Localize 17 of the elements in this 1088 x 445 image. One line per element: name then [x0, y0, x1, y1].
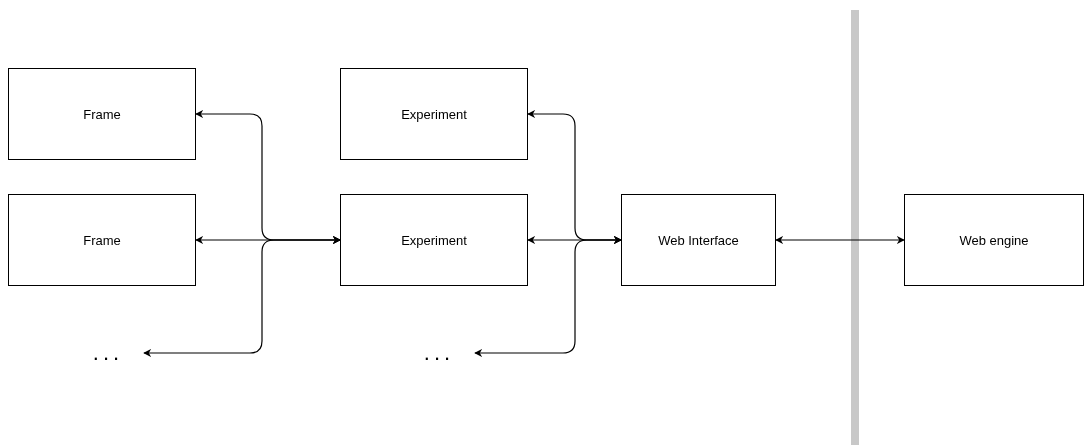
process-box: [8, 194, 196, 286]
arrow: [775, 236, 905, 244]
box-label: Experiment: [401, 233, 467, 247]
box-label: Experiment: [401, 107, 467, 121]
box-label: Frame: [83, 233, 121, 247]
process-box: [904, 194, 1084, 286]
arrow: [474, 236, 622, 357]
process-box: [8, 68, 196, 160]
box-label: Frame: [83, 107, 121, 121]
ellipsis-text: ...: [423, 342, 455, 364]
process-box: [621, 194, 776, 286]
arrow: [143, 236, 341, 357]
process-box: [340, 68, 528, 160]
box-label: Web Interface: [658, 233, 739, 247]
box-label: Web engine: [959, 233, 1029, 247]
ellipsis-text: ...: [92, 342, 124, 364]
process-box: [340, 194, 528, 286]
